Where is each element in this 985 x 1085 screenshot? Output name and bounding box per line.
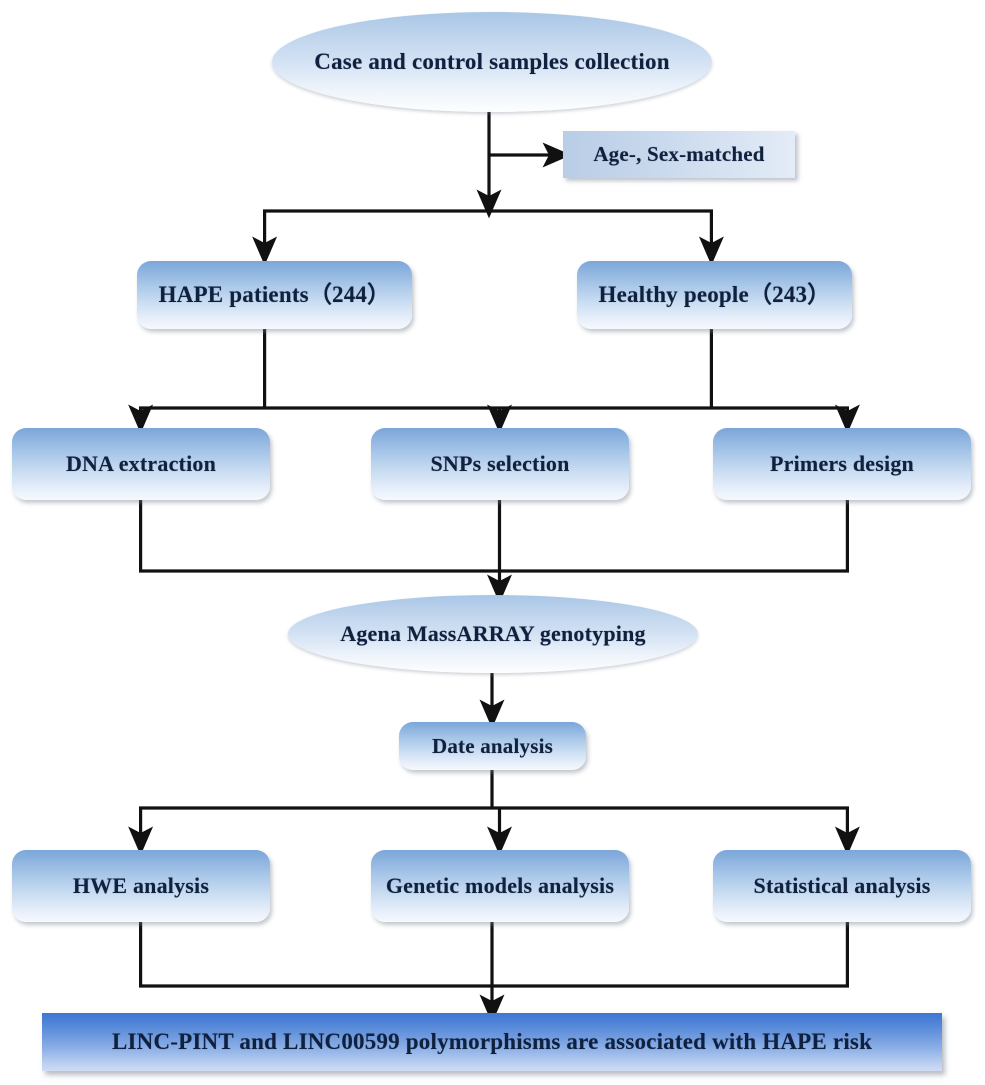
node-dna-extraction[interactable]: DNA extraction: [12, 428, 270, 500]
node-label: Healthy people（243）: [598, 281, 831, 307]
node-label: Primers design: [770, 451, 914, 477]
node-snps-selection[interactable]: SNPs selection: [371, 428, 629, 500]
node-label: Case and control samples collection: [314, 48, 670, 74]
node-statistical-analysis[interactable]: Statistical analysis: [713, 850, 971, 922]
node-date-analysis[interactable]: Date analysis: [399, 722, 586, 770]
node-age-sex-matched[interactable]: Age-, Sex-matched: [563, 131, 795, 178]
node-conclusion-banner[interactable]: LINC-PINT and LINC00599 polymorphisms ar…: [42, 1013, 942, 1071]
node-label: Date analysis: [431, 733, 554, 758]
node-label: Agena MassARRAY genotyping: [340, 621, 646, 647]
node-label: LINC-PINT and LINC00599 polymorphisms ar…: [111, 1028, 873, 1054]
node-label: Statistical analysis: [753, 873, 931, 899]
node-genetic-models-analysis[interactable]: Genetic models analysis: [371, 850, 629, 922]
node-agena-massarray-genotyping[interactable]: Agena MassARRAY genotyping: [288, 595, 698, 673]
node-primers-design[interactable]: Primers design: [713, 428, 971, 500]
node-label: HWE analysis: [72, 873, 210, 899]
node-case-and-control-samples-collection[interactable]: Case and control samples collection: [272, 12, 712, 112]
node-label: Age-, Sex-matched: [593, 142, 765, 167]
node-hape-patients[interactable]: HAPE patients（244）: [137, 261, 412, 329]
node-healthy-people[interactable]: Healthy people（243）: [577, 261, 852, 329]
node-label: Genetic models analysis: [385, 873, 615, 899]
node-label: HAPE patients（244）: [158, 281, 391, 307]
node-label: SNPs selection: [430, 451, 570, 477]
node-label: DNA extraction: [65, 451, 217, 477]
node-hwe-analysis[interactable]: HWE analysis: [12, 850, 270, 922]
